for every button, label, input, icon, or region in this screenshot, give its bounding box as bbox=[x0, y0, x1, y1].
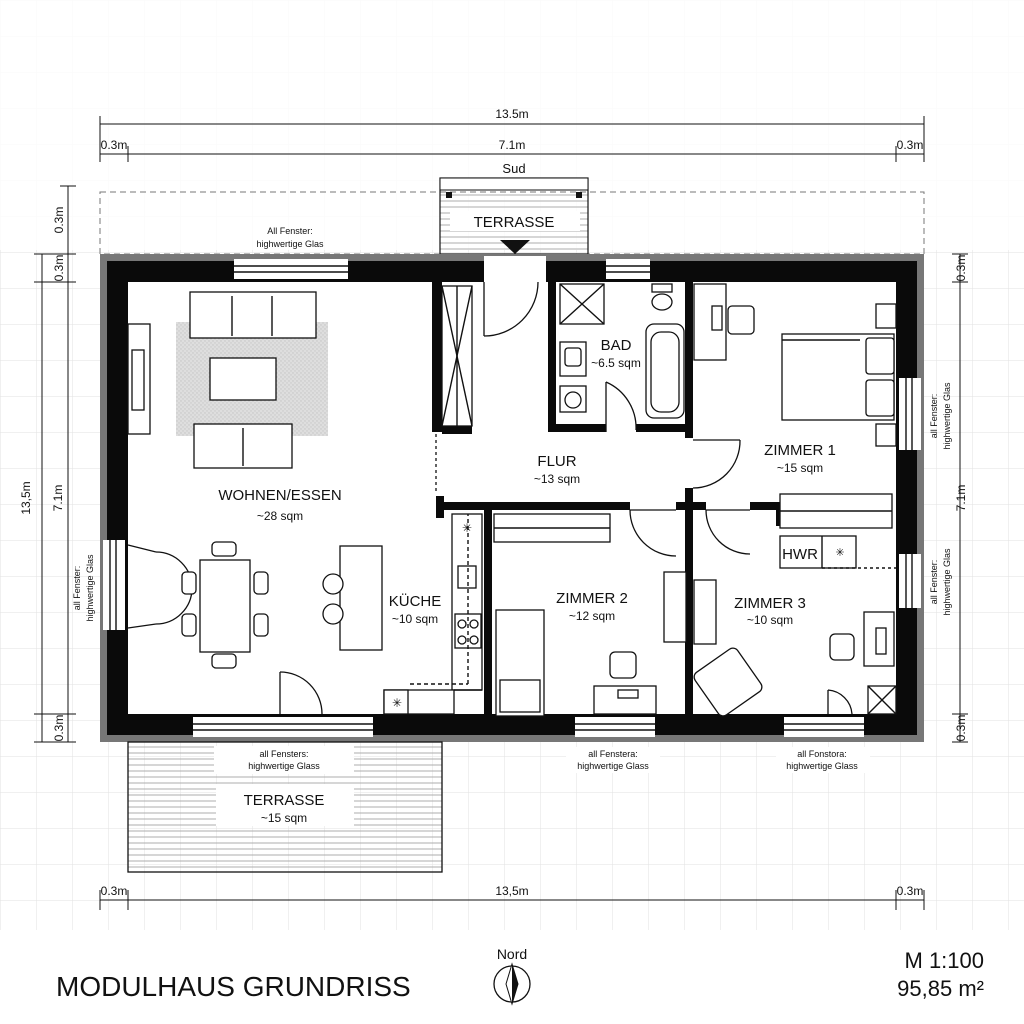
dim-top-left-edge: 0.3m bbox=[101, 138, 128, 152]
wardrobe-zimmer2 bbox=[493, 513, 611, 543]
window-note-bottom-left-1: all Fensters: bbox=[259, 749, 308, 759]
room-zimmer1-area: ~15 sqm bbox=[777, 461, 823, 475]
terrace-bottom-area: ~15 sqm bbox=[261, 811, 307, 825]
terrace-top bbox=[439, 177, 589, 255]
window-note-bottom-left-2: highwertige Glass bbox=[248, 761, 320, 771]
zimmer2-furniture bbox=[495, 609, 657, 717]
dim-left-top-b: 0.3m bbox=[52, 255, 66, 282]
kitchen-counter bbox=[383, 513, 483, 715]
dim-left-total: 13,5m bbox=[19, 481, 33, 514]
room-flur-area: ~13 sqm bbox=[534, 472, 580, 486]
dim-top-inner: 7.1m bbox=[499, 138, 526, 152]
window-note-right-lower-2: highwertige Glas bbox=[942, 548, 952, 616]
south-label: Sud bbox=[502, 161, 525, 176]
room-zimmer3-area: ~10 sqm bbox=[747, 613, 793, 627]
room-wohnen-name: WOHNEN/ESSEN bbox=[218, 487, 341, 504]
kitchen-fan-icon-1: ✳ bbox=[462, 521, 472, 535]
wardrobe-zimmer1 bbox=[779, 493, 893, 529]
windows bbox=[103, 256, 921, 737]
dim-top-right-edge: 0.3m bbox=[897, 138, 924, 152]
room-bad-name: BAD bbox=[601, 337, 632, 354]
wardrobe-hall bbox=[441, 285, 473, 427]
bathroom-fixtures bbox=[559, 283, 685, 419]
terrace-top-label: TERRASSE bbox=[474, 214, 555, 231]
hwr-utility bbox=[779, 535, 896, 569]
dim-left-bottom: 0.3m bbox=[52, 715, 66, 742]
hwr-fan-icon: ✳ bbox=[835, 547, 844, 559]
window-note-right-upper-2: highwertige Glas bbox=[942, 382, 952, 450]
dim-right-inner: 7.1m bbox=[954, 485, 968, 512]
window-note-left-1: all Fenster: bbox=[72, 566, 82, 611]
dim-top-total: 13.5m bbox=[495, 107, 528, 121]
window-note-bottom-right-1: all Fonstora: bbox=[797, 749, 847, 759]
terrace-bottom bbox=[127, 741, 443, 873]
kitchen-fan-icon-2: ✳ bbox=[392, 696, 402, 710]
dim-left-top-a: 0.3m bbox=[52, 207, 66, 234]
living-furniture bbox=[127, 291, 383, 669]
scale-label: M 1:100 bbox=[905, 948, 985, 973]
window-note-right-lower-1: all Fenster: bbox=[929, 560, 939, 605]
dim-right-top: 0.3m bbox=[954, 255, 968, 282]
window-note-right-upper-1: all Fenster: bbox=[929, 394, 939, 439]
plan-title: MODULHAUS GRUNDRISS bbox=[56, 971, 411, 1002]
zimmer1-furniture bbox=[693, 283, 897, 447]
total-area: 95,85 m² bbox=[897, 976, 984, 1001]
zimmer3-furniture bbox=[693, 611, 897, 717]
room-wohnen-area: ~28 sqm bbox=[257, 509, 303, 523]
window-note-bottom-mid-1: all Fenstera: bbox=[588, 749, 638, 759]
dimension-lines bbox=[34, 116, 968, 910]
room-kueche-name: KÜCHE bbox=[389, 592, 442, 610]
north-label: Nord bbox=[497, 946, 527, 962]
window-note-top-1: All Fenster: bbox=[267, 226, 313, 236]
room-bad-area: ~6.5 sqm bbox=[591, 356, 641, 370]
room-kueche-area: ~10 sqm bbox=[392, 612, 438, 626]
doors bbox=[127, 281, 853, 715]
dim-right-bottom: 0.3m bbox=[954, 715, 968, 742]
room-flur-name: FLUR bbox=[537, 453, 576, 470]
dim-left-inner: 7.1m bbox=[51, 485, 65, 512]
terrace-bottom-name: TERRASSE bbox=[244, 792, 325, 809]
interior-walls bbox=[432, 282, 784, 718]
dim-bottom-total: 13,5m bbox=[495, 884, 528, 898]
hwr-label: HWR bbox=[782, 546, 818, 563]
wardrobe-zimmer3 bbox=[663, 571, 717, 645]
window-note-bottom-mid-2: highwertige Glass bbox=[577, 761, 649, 771]
room-zimmer2-area: ~12 sqm bbox=[569, 609, 615, 623]
north-arrow-icon bbox=[493, 962, 531, 1006]
window-note-left-2: highwertige Glas bbox=[85, 554, 95, 622]
room-zimmer3-name: ZIMMER 3 bbox=[734, 595, 806, 612]
window-note-top-2: highwertige Glas bbox=[256, 239, 324, 249]
dim-bottom-right-edge: 0.3m bbox=[897, 884, 924, 898]
room-zimmer1-name: ZIMMER 1 bbox=[764, 442, 836, 459]
room-zimmer2-name: ZIMMER 2 bbox=[556, 590, 628, 607]
dim-bottom-left-edge: 0.3m bbox=[101, 884, 128, 898]
window-note-bottom-right-2: highwertige Glass bbox=[786, 761, 858, 771]
